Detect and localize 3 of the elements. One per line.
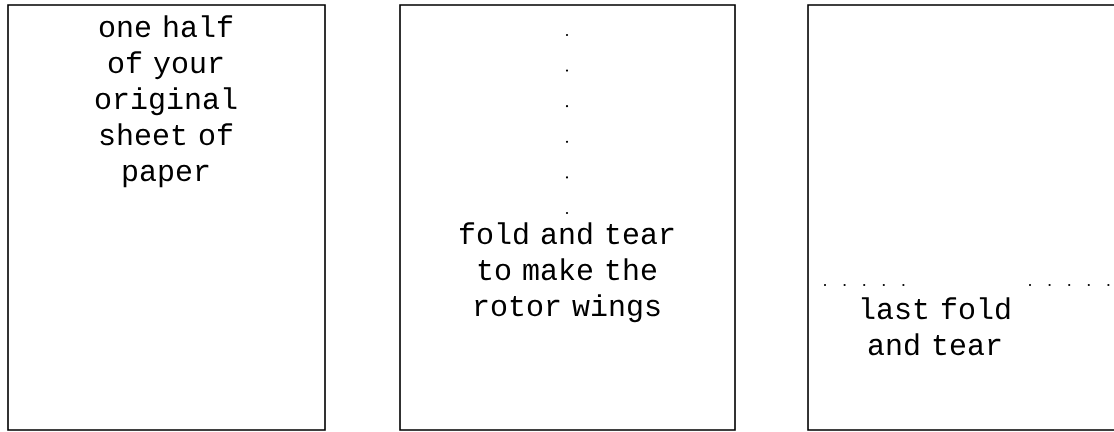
paper-sheet: one half of your original sheet of paper xyxy=(7,4,326,431)
paper-sheet: last fold and tear xyxy=(807,4,1114,431)
paper-sheet: fold and tear to make the rotor wings xyxy=(399,4,736,431)
